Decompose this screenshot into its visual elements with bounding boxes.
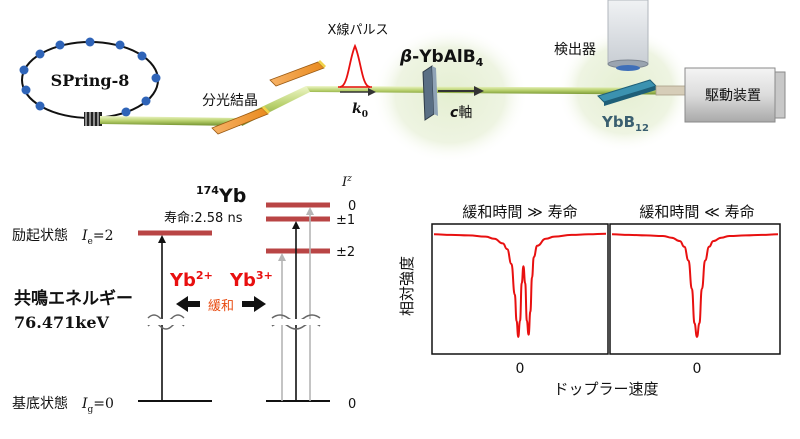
ring-label: SPring-8 xyxy=(51,71,130,90)
left-spectrum-line xyxy=(433,232,607,338)
crystal-label: 分光結晶 xyxy=(202,93,258,109)
relax-label: 緩和 xyxy=(208,299,234,314)
pulse-label: X線パルス xyxy=(328,22,389,38)
resonance-value: 76.471keV xyxy=(14,313,110,332)
iz-pm2: ±2 xyxy=(336,245,355,260)
right-zero: 0 xyxy=(693,361,702,377)
relax-arrow-left xyxy=(176,296,200,312)
right-spectrum-line xyxy=(611,233,779,338)
undulator xyxy=(84,112,102,126)
right-title: 緩和時間 ≪ 寿命 xyxy=(639,203,754,221)
setup-panel: SPring-8 分光結晶 X線パルス k0 β-Yb xyxy=(19,0,786,163)
energy-level-panel: 174Yb 寿命:2.58 ns Iz 励起状態 Ie=2 0 ±1 ±2 基底… xyxy=(12,174,356,415)
left-spectrum xyxy=(433,232,607,338)
sample-label: β-YbAlB4 xyxy=(399,47,484,69)
right-plot-frame xyxy=(609,223,781,355)
detector-label: 検出器 xyxy=(554,42,596,58)
spectra-xlabel: ドップラー速度 xyxy=(553,380,658,398)
xray-pulse xyxy=(339,43,371,88)
c-axis-label: c軸 xyxy=(450,105,472,121)
left-zero: 0 xyxy=(516,361,525,377)
yb2-label: Yb2+ xyxy=(169,269,213,291)
detector xyxy=(607,0,649,71)
ground-spin: Ig=0 xyxy=(81,396,114,415)
right-spectrum xyxy=(611,233,779,338)
ground-label: 基底状態 xyxy=(12,395,68,412)
excited-spin: Ie=2 xyxy=(81,228,114,247)
left-plot-frame xyxy=(431,223,609,355)
isotope-label: 174Yb xyxy=(196,184,246,207)
iz-0: 0 xyxy=(348,199,356,214)
yb3-label: Yb3+ xyxy=(229,269,273,291)
lifetime-label: 寿命:2.58 ns xyxy=(164,210,243,226)
ring-magnets xyxy=(19,37,161,117)
resonance-label: 共鳴エネルギー xyxy=(14,288,133,309)
c-axis-arrow-head xyxy=(474,86,484,96)
excited-label: 励起状態 xyxy=(12,228,68,244)
spectra-ylabel: 相対強度 xyxy=(398,256,416,316)
reference-label: YbB12 xyxy=(601,113,649,134)
monochromator-crystals xyxy=(211,60,326,135)
iz-ground-0: 0 xyxy=(348,397,356,412)
sample-glow xyxy=(372,27,528,163)
drive-unit xyxy=(684,67,786,123)
k0-arrow-head xyxy=(368,88,376,96)
relax-arrow-right xyxy=(242,296,266,312)
iz-pm1: ±1 xyxy=(336,213,355,228)
drive-label: 駆動装置 xyxy=(705,88,761,104)
k0-label: k0 xyxy=(352,101,368,120)
iz-header: Iz xyxy=(341,174,352,190)
drive-rod xyxy=(655,85,687,96)
left-title: 緩和時間 ≫ 寿命 xyxy=(462,203,577,221)
xray-beam-1 xyxy=(100,116,240,126)
spectra-panel: 相対強度 緩和時間 ≫ 寿命 緩和時間 ≪ 寿命 0 0 ドップラー速度 xyxy=(398,203,781,398)
